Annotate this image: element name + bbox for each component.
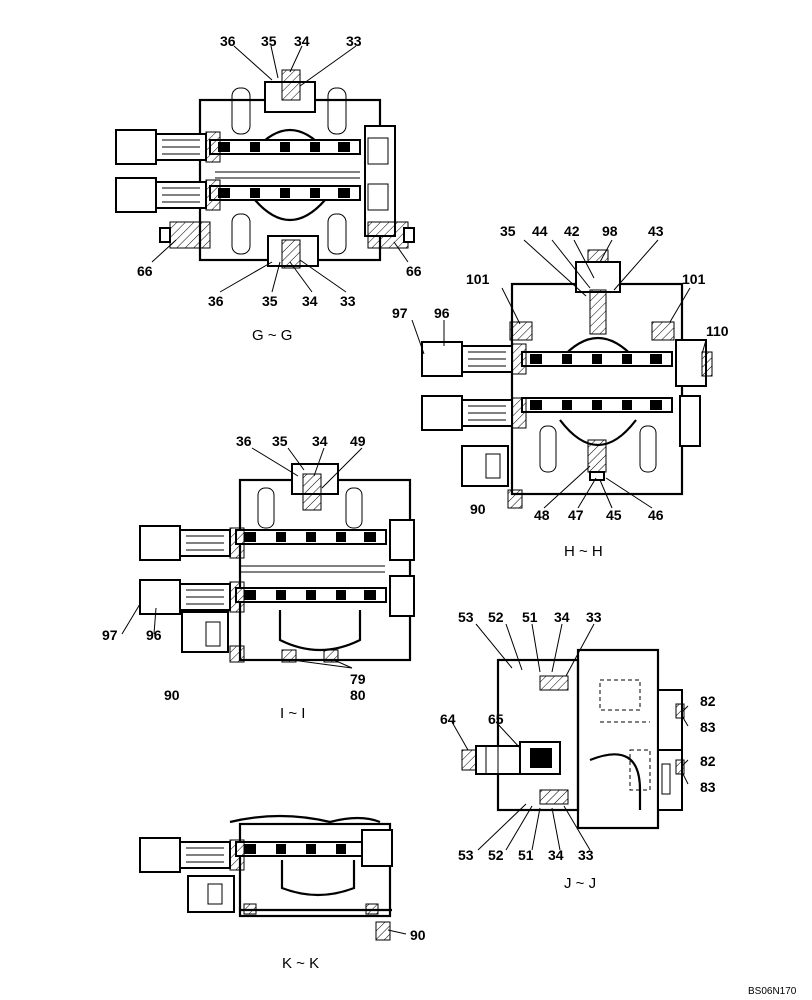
callout-h-96: 96 <box>434 305 450 321</box>
callout-i-79: 79 <box>350 671 366 687</box>
callout-g-35-bottom: 35 <box>262 293 278 309</box>
callout-g-34-bottom: 34 <box>302 293 318 309</box>
callout-j-83-upper: 83 <box>700 719 716 735</box>
callout-j-33-bottom: 33 <box>578 847 594 863</box>
actuator-upper-h-h <box>421 341 527 377</box>
view-title-j-j: J ~ J <box>564 875 596 892</box>
callout-j-65: 65 <box>488 711 504 727</box>
callout-h-101-left: 101 <box>466 271 490 287</box>
callout-j-34-bottom: 34 <box>548 847 564 863</box>
valve-body-k-k <box>187 814 393 941</box>
valve-body-g-g <box>159 69 415 269</box>
callout-i-49: 49 <box>350 433 366 449</box>
callout-g-35-top: 35 <box>261 33 277 49</box>
view-title-h-h: H ~ H <box>564 543 603 560</box>
view-j-j: 53 52 51 34 33 82 83 64 65 82 83 53 52 5… <box>440 609 716 892</box>
callout-i-36: 36 <box>236 433 252 449</box>
callout-g-66-left: 66 <box>137 263 153 279</box>
valve-body-h-h <box>461 249 713 509</box>
callout-j-83-lower: 83 <box>700 779 716 795</box>
callout-i-34: 34 <box>312 433 328 449</box>
callout-g-33-top: 33 <box>346 33 362 49</box>
view-g-g: 36 35 34 33 66 66 36 35 34 33 G ~ G <box>115 33 422 344</box>
callout-j-52-bottom: 52 <box>488 847 504 863</box>
callout-j-53-bottom: 53 <box>458 847 474 863</box>
callout-h-44: 44 <box>532 223 548 239</box>
callout-i-35: 35 <box>272 433 288 449</box>
actuator-lower-g-g <box>115 177 221 213</box>
callout-j-52-top: 52 <box>488 609 504 625</box>
callout-k-90: 90 <box>410 927 426 943</box>
callout-j-51-top: 51 <box>522 609 538 625</box>
callout-h-90: 90 <box>470 501 486 517</box>
view-h-h: 35 44 42 98 43 101 101 97 96 110 90 48 4… <box>392 223 729 560</box>
callout-j-33-top: 33 <box>586 609 602 625</box>
callout-h-47: 47 <box>568 507 584 523</box>
callout-h-97: 97 <box>392 305 408 321</box>
view-title-i-i: I ~ I <box>280 705 305 722</box>
callout-g-33-bottom: 33 <box>340 293 356 309</box>
callout-i-80: 80 <box>350 687 366 703</box>
view-title-k-k: K ~ K <box>282 955 319 972</box>
actuator-upper-i-i <box>139 525 245 561</box>
view-title-g-g: G ~ G <box>252 327 292 344</box>
callout-g-34-top: 34 <box>294 33 310 49</box>
callout-h-98: 98 <box>602 223 618 239</box>
callout-i-90: 90 <box>164 687 180 703</box>
callout-g-36-bottom: 36 <box>208 293 224 309</box>
callout-h-42: 42 <box>564 223 580 239</box>
callout-j-51-bottom: 51 <box>518 847 534 863</box>
callout-h-110: 110 <box>706 323 729 339</box>
callout-j-64: 64 <box>440 711 456 727</box>
callout-h-35: 35 <box>500 223 516 239</box>
callout-j-53-top: 53 <box>458 609 474 625</box>
actuator-upper-g-g <box>115 129 221 165</box>
callout-h-48: 48 <box>534 507 550 523</box>
callout-i-96: 96 <box>146 627 162 643</box>
view-k-k: 90 K ~ K <box>139 814 426 972</box>
plug-assembly-64-65 <box>461 745 521 775</box>
valve-body-j-j <box>496 648 685 830</box>
callout-i-97: 97 <box>102 627 118 643</box>
callout-j-34-top: 34 <box>554 609 570 625</box>
callout-h-43: 43 <box>648 223 664 239</box>
callout-g-36-top: 36 <box>220 33 236 49</box>
valve-body-i-i <box>181 463 415 663</box>
callout-g-66-right: 66 <box>406 263 422 279</box>
callout-h-46: 46 <box>648 507 664 523</box>
callout-h-101-right: 101 <box>682 271 706 287</box>
callout-j-82-upper: 82 <box>700 693 716 709</box>
view-i-i: 36 35 34 49 97 96 90 79 80 I ~ I <box>102 433 415 722</box>
callout-j-82-lower: 82 <box>700 753 716 769</box>
drawing-code: BS06N170 <box>748 986 797 997</box>
callout-h-45: 45 <box>606 507 622 523</box>
actuator-lower-h-h <box>421 395 527 431</box>
actuator-k-k <box>139 837 245 873</box>
